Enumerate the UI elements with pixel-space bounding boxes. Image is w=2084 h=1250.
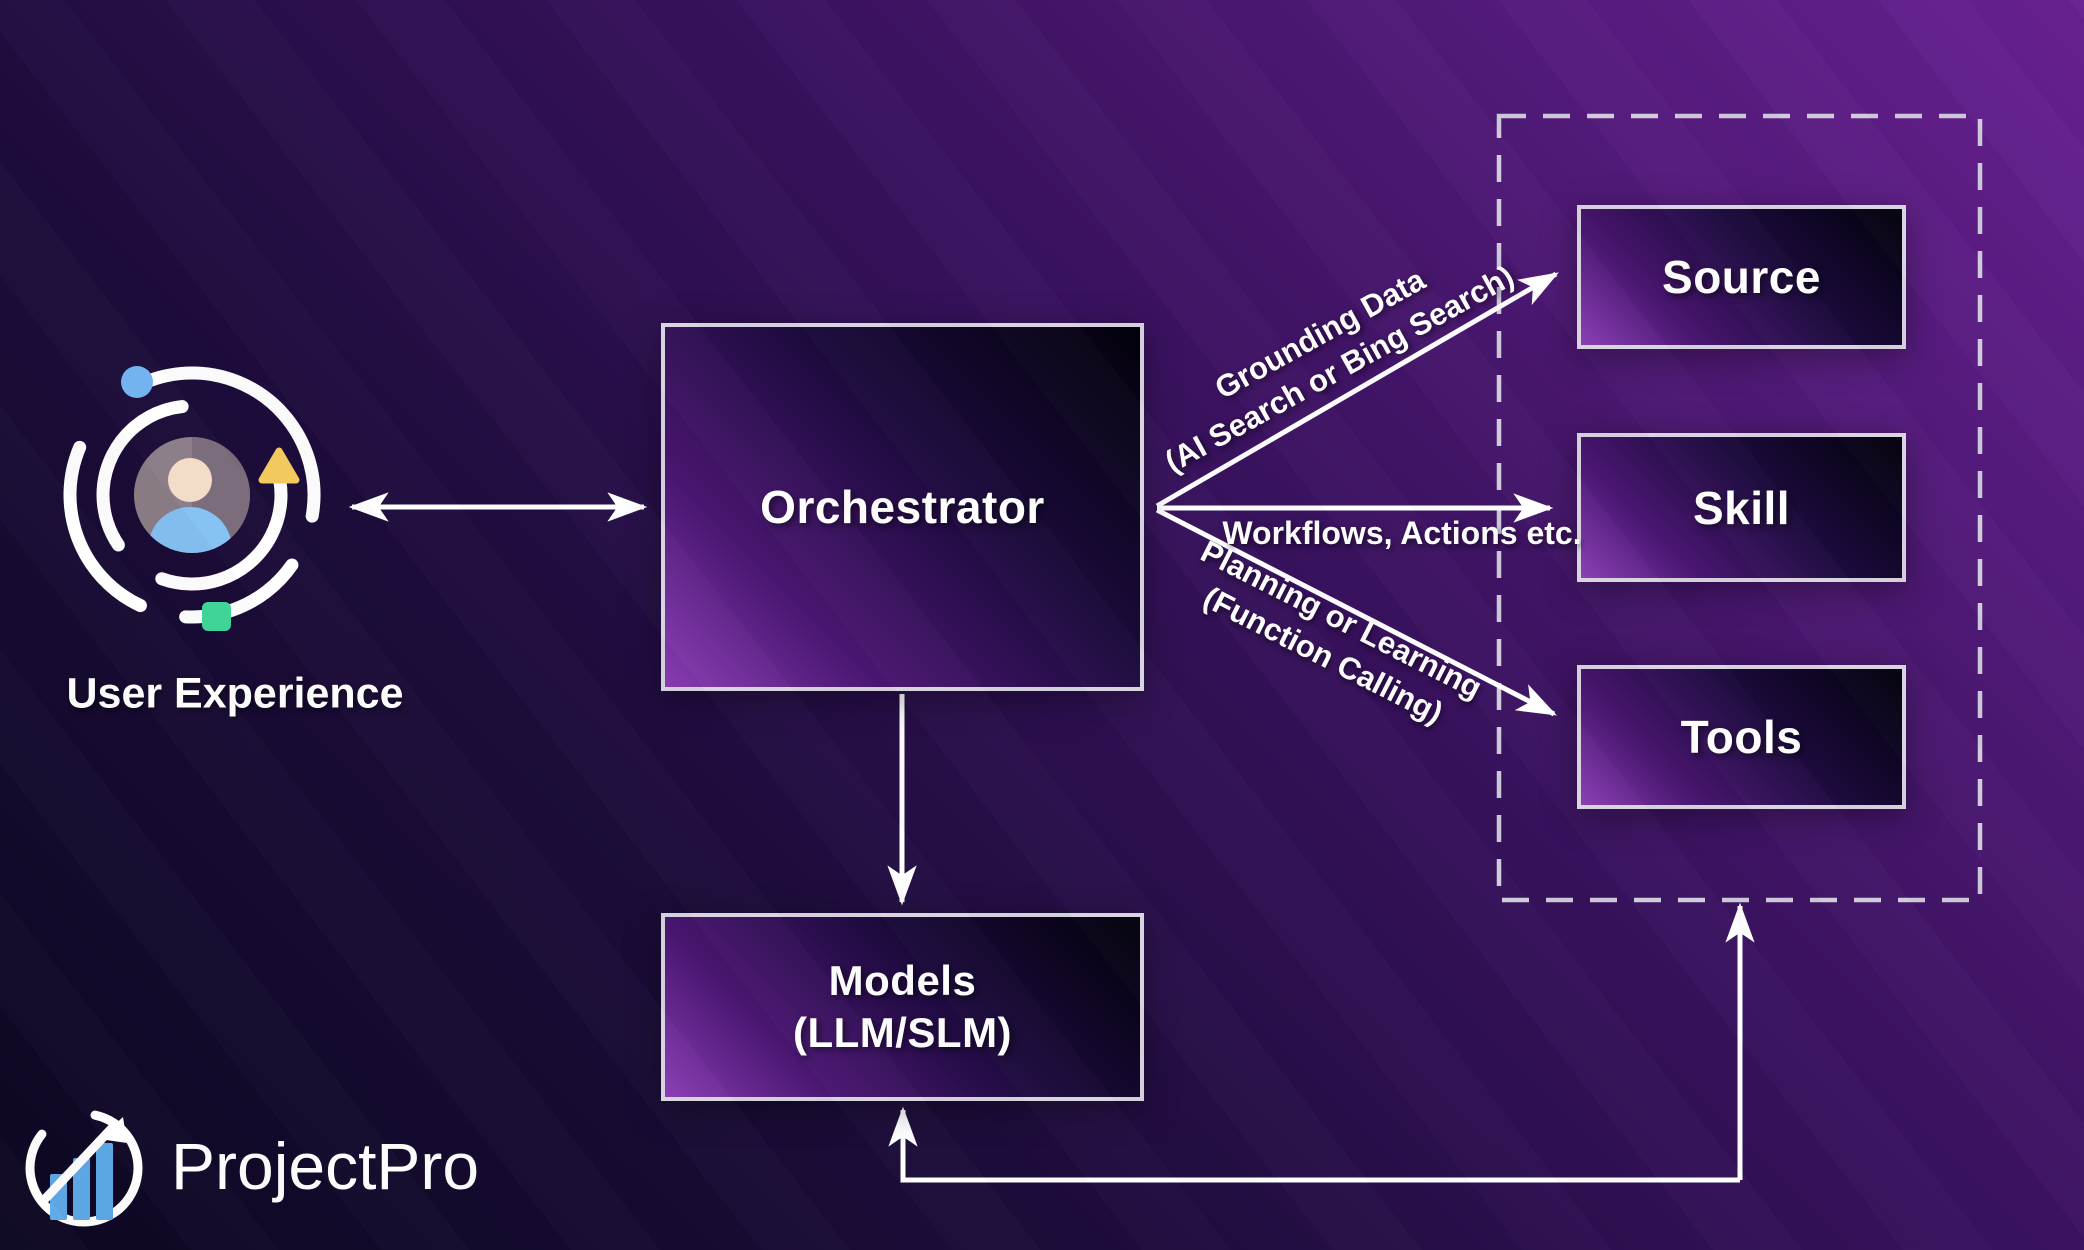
logo-growth-arrow-head <box>99 1117 127 1143</box>
orbit-dot-blue <box>121 366 153 398</box>
orbit-square-green <box>202 602 231 631</box>
feedback-into-models-arrow <box>888 1106 1740 1183</box>
projectpro-logo: ProjectPro <box>15 1095 479 1237</box>
avatar <box>148 458 232 553</box>
orchestrator-label: Orchestrator <box>760 481 1045 533</box>
user-experience-label: User Experience <box>66 669 404 718</box>
orchestrator-tools-arrow <box>1155 507 1557 717</box>
tools-label: Tools <box>1680 711 1803 763</box>
tools-node: Tools <box>1577 665 1906 809</box>
logo-bar-2 <box>73 1158 90 1220</box>
avatar-head <box>168 458 212 502</box>
logo-bar-3 <box>96 1143 113 1220</box>
skill-node: Skill <box>1577 433 1906 582</box>
source-label: Source <box>1662 251 1821 303</box>
projectpro-logo-icon <box>25 1109 143 1227</box>
projectpro-logo-text: ProjectPro <box>171 1129 480 1203</box>
logo-growth-arrow-shaft <box>40 1123 117 1204</box>
models-node: Models (LLM/SLM) <box>661 913 1144 1101</box>
workflows-edge-label: Workflows, Actions etc. <box>1222 515 1582 552</box>
models-label-line2: (LLM/SLM) <box>792 1009 1013 1056</box>
orchestrator-source-arrow <box>1155 271 1559 509</box>
logo-ring <box>25 1109 143 1227</box>
skill-label: Skill <box>1692 481 1791 534</box>
source-node: Source <box>1577 205 1906 349</box>
avatar-body <box>148 507 232 553</box>
user-experience-node <box>52 353 332 633</box>
orbit-triangle-yellow <box>258 447 300 484</box>
user-experience-icon <box>63 366 321 631</box>
models-label-line1: Models <box>828 956 977 1004</box>
orchestrator-node: Orchestrator <box>661 323 1144 691</box>
